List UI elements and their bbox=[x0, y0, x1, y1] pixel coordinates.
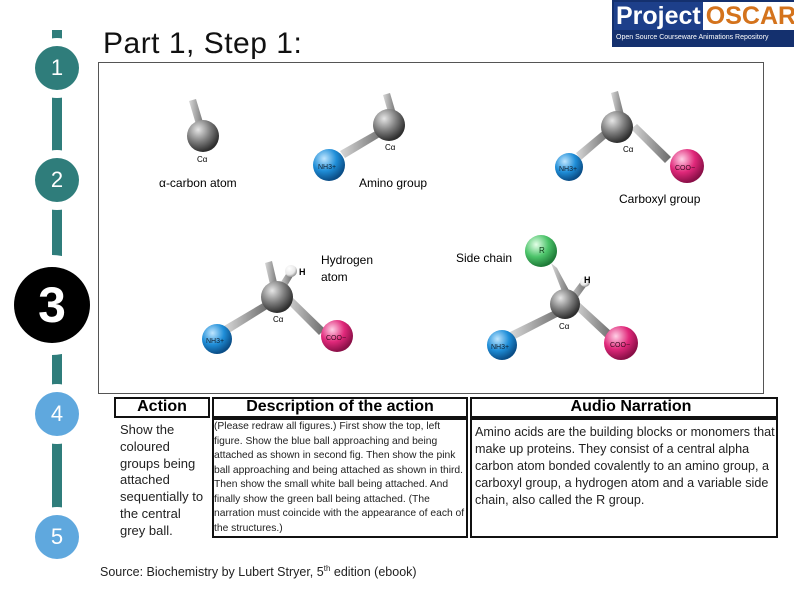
nh3-label-2: NH3+ bbox=[559, 166, 577, 173]
h-label-1: H bbox=[299, 267, 306, 277]
c-alpha-label-5: Cα bbox=[559, 322, 570, 331]
source-sup: th bbox=[323, 564, 331, 573]
audio-column-header bbox=[470, 397, 778, 418]
step-5[interactable]: 5 bbox=[27, 507, 87, 567]
audio-column-body bbox=[470, 418, 778, 538]
c-alpha-label-1: Cα bbox=[197, 155, 208, 164]
c-alpha-label-3: Cα bbox=[623, 145, 634, 154]
step-4-label: 4 bbox=[35, 392, 79, 436]
audio-header-label: Audio Narration bbox=[570, 398, 692, 415]
step-5-label: 5 bbox=[35, 515, 79, 559]
source-suffix: edition (ebook) bbox=[330, 565, 417, 580]
audio-narration-text: Amino acids are the building blocks or m… bbox=[475, 425, 775, 507]
action-column-header bbox=[114, 397, 210, 418]
r-label: R bbox=[539, 246, 545, 255]
molecule-carboxyl: NH3+ COO− Cα Carboxyl group bbox=[555, 91, 704, 206]
description-text: (Please redraw all figures.) First show … bbox=[214, 421, 465, 534]
step-1[interactable]: 1 bbox=[27, 38, 87, 98]
action-header-label: Action bbox=[137, 398, 187, 415]
coo-label-1: COO− bbox=[675, 165, 695, 172]
step-3-current[interactable]: 3 bbox=[2, 255, 102, 355]
hydrogen-atom-label-line1: Hydrogen bbox=[321, 253, 373, 267]
amino-acid-figure: Cα α-carbon atom NH3+ Cα Amino group NH3… bbox=[98, 62, 764, 394]
logo-project-text: Project bbox=[614, 2, 703, 30]
page-title: Part 1, Step 1: bbox=[103, 27, 303, 60]
molecule-diagram: Cα α-carbon atom NH3+ Cα Amino group NH3… bbox=[159, 91, 704, 360]
molecule-hydrogen: H NH3+ COO− Cα Hydrogen atom bbox=[202, 253, 373, 354]
step-1-label: 1 bbox=[35, 46, 79, 90]
step-2-label: 2 bbox=[35, 158, 79, 202]
source-citation: Source: Biochemistry by Lubert Stryer, 5… bbox=[100, 564, 417, 579]
description-column-header bbox=[212, 397, 468, 418]
alpha-carbon-atom-label: α-carbon atom bbox=[159, 176, 237, 190]
amino-group-label: Amino group bbox=[359, 176, 427, 190]
c-alpha-label-4: Cα bbox=[273, 315, 284, 324]
nh3-label-4: NH3+ bbox=[491, 344, 509, 351]
description-column-body bbox=[212, 418, 468, 538]
nh3-label-3: NH3+ bbox=[206, 338, 224, 345]
molecule-side-chain: R H NH3+ COO− Cα Side chain bbox=[456, 235, 638, 360]
carboxyl-group-label: Carboxyl group bbox=[619, 192, 701, 206]
source-prefix: Source: Biochemistry by Lubert Stryer, 5 bbox=[100, 565, 324, 580]
c-alpha-label-2: Cα bbox=[385, 143, 396, 152]
hydrogen-atom-label-line2: atom bbox=[321, 270, 348, 284]
molecule-amino: NH3+ Cα Amino group bbox=[313, 93, 427, 190]
logo-tagline: Open Source Courseware Animations Reposi… bbox=[616, 34, 769, 41]
logo-oscar-text: OSCAR bbox=[702, 2, 794, 30]
action-text: Show the coloured groups being attached … bbox=[120, 422, 204, 538]
step-2[interactable]: 2 bbox=[27, 150, 87, 210]
step-4[interactable]: 4 bbox=[27, 384, 87, 444]
molecule-alpha-carbon: Cα α-carbon atom bbox=[159, 99, 237, 190]
coo-label-3: COO− bbox=[610, 342, 630, 349]
coo-label-2: COO− bbox=[326, 335, 346, 342]
nh3-label-1: NH3+ bbox=[318, 164, 336, 171]
side-chain-label: Side chain bbox=[456, 251, 512, 265]
step-3-label: 3 bbox=[14, 267, 90, 343]
h-label-2: H bbox=[584, 275, 591, 285]
description-header-label: Description of the action bbox=[246, 398, 434, 415]
